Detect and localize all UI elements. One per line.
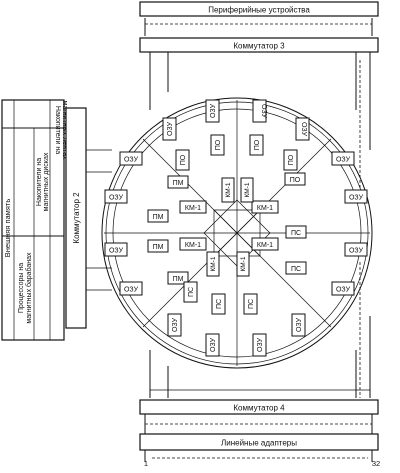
ps-module-3: ПС: [183, 281, 198, 303]
po-label: ПО: [288, 154, 295, 165]
pm-label: ПМ: [153, 244, 164, 251]
ozu-module-left-4: ОЗУ: [119, 281, 143, 296]
po-module-4: ПО: [283, 149, 298, 171]
disk-storage-line-1: Накопители на: [36, 158, 43, 206]
line-adapters-label: Линейные адаптеры: [221, 439, 297, 448]
pm-module-4: ПМ: [167, 271, 189, 285]
ozu-module-top-4: ОЗУ: [295, 117, 310, 141]
switch-3-label: Коммутатор 3: [233, 42, 285, 51]
km-label: КМ-1: [185, 242, 201, 249]
ps-label: ПС: [248, 299, 255, 309]
km-label: КМ-1: [244, 182, 251, 197]
switch-4-vertical-links: [149, 262, 371, 398]
po-label: ПО: [254, 139, 261, 150]
po-module-2: ПО: [210, 134, 225, 156]
po-label: ПО: [290, 177, 301, 184]
pm-module-3: ПМ: [147, 239, 169, 253]
port-last-label: 32: [372, 459, 380, 468]
km-module-bottom-left: КМ-1: [179, 237, 207, 251]
po-module-3: ПО: [249, 134, 264, 156]
pm-module-1: ПМ: [167, 175, 189, 189]
disk-storage-line-2: магнитных дисках: [43, 152, 50, 211]
ozu-label: ОЗУ: [109, 248, 124, 255]
ozu-label: ОЗУ: [260, 104, 267, 119]
ozu-label: ОЗУ: [172, 317, 179, 332]
ozu-label: ОЗУ: [210, 103, 217, 118]
ozu-label: ОЗУ: [210, 337, 217, 352]
km-module-top-left: КМ-1: [179, 200, 207, 214]
ozu-module-right-4: ОЗУ: [331, 281, 355, 296]
switch-4-bus: Коммутатор 4: [139, 399, 379, 434]
po-label: ПО: [215, 139, 222, 150]
km-label: КМ-1: [240, 256, 247, 271]
ozu-label: ОЗУ: [124, 157, 139, 164]
ozu-label: ОЗУ: [336, 157, 351, 164]
po-label: ПО: [180, 154, 187, 165]
km-module-lower-right: КМ-1: [236, 251, 250, 277]
ps-label: ПС: [291, 230, 301, 237]
pm-label: ПМ: [153, 214, 164, 221]
peripheral-devices-label: Периферийные устройства: [208, 6, 310, 15]
km-label: КМ-1: [185, 205, 201, 212]
ozu-label: ОЗУ: [124, 287, 139, 294]
ozu-module-right-3: ОЗУ: [344, 242, 368, 257]
km-label: КМ-1: [225, 182, 232, 197]
line-adapters-bus: Линейные адаптеры 1 32: [139, 433, 380, 468]
switch-2-label: Коммутатор 2: [72, 192, 81, 244]
po-module-1: ПО: [175, 149, 190, 171]
pm-label: ПМ: [173, 180, 184, 187]
km-label: КМ-1: [257, 242, 273, 249]
external-memory-title: Внешняя память: [3, 199, 12, 258]
ozu-module-bottom-3: ОЗУ: [252, 333, 267, 357]
ozu-label: ОЗУ: [257, 337, 264, 352]
ozu-label: ОЗУ: [300, 122, 307, 137]
km-module-upper: КМ-1: [221, 177, 235, 203]
switch-3-bus: Коммутатор 3: [139, 37, 379, 53]
km-module-top-right: КМ-1: [251, 200, 279, 214]
switch-2-bus: Коммутатор 2: [65, 107, 112, 329]
ps-module-2: ПС: [285, 261, 307, 275]
ozu-module-right-1: ОЗУ: [331, 151, 355, 166]
drum-processors-line-2: магнитных барабанах: [25, 252, 33, 324]
ozu-module-left-3: ОЗУ: [104, 242, 128, 257]
ozu-label: ОЗУ: [167, 121, 174, 136]
ozu-module-left-2: ОЗУ: [104, 189, 128, 204]
ozu-module-bottom-4: ОЗУ: [291, 313, 306, 337]
tape-storage-line-1: Накопители на: [54, 106, 61, 154]
ps-label: ПС: [188, 287, 195, 297]
ozu-module-bottom-2: ОЗУ: [205, 333, 220, 357]
ozu-module-bottom-1: ОЗУ: [167, 313, 182, 337]
ozu-label: ОЗУ: [296, 317, 303, 332]
peripheral-devices-bus: Периферийные устройства: [139, 1, 379, 36]
ps-label: ПС: [291, 266, 301, 273]
ozu-module-left-1: ОЗУ: [119, 151, 143, 166]
ozu-module-top-2: ОЗУ: [205, 99, 220, 123]
km-label: КМ-1: [257, 205, 273, 212]
km-module-upper-right: КМ-1: [240, 177, 254, 203]
km-module-lower: КМ-1: [206, 251, 220, 277]
external-memory-table: Внешняя память Процессоры на магнитных б…: [1, 99, 68, 341]
pm-module-2: ПМ: [147, 209, 169, 223]
ps-module-4: ПС: [211, 293, 226, 315]
ozu-label: ОЗУ: [109, 195, 124, 202]
ozu-label: ОЗУ: [349, 195, 364, 202]
port-first-label: 1: [144, 459, 148, 468]
ps-module-1: ПС: [285, 225, 307, 239]
tape-storage-line-2: магнитных лентах: [61, 101, 68, 160]
ozu-label: ОЗУ: [336, 287, 351, 294]
pm-label: ПМ: [173, 276, 184, 283]
drum-processors-line-1: Процессоры на: [18, 263, 25, 313]
ozu-module-top-3: ОЗУ: [252, 99, 267, 123]
po-module-right: ПО: [284, 172, 306, 186]
ps-label: ПС: [216, 299, 223, 309]
km-label: КМ-1: [210, 256, 217, 271]
ozu-label: ОЗУ: [349, 248, 364, 255]
ozu-module-right-2: ОЗУ: [344, 189, 368, 204]
switch-4-label: Коммутатор 4: [233, 404, 285, 413]
ps-module-5: ПС: [243, 293, 258, 315]
ozu-module-top-1: ОЗУ: [162, 117, 177, 141]
km-module-bottom-right: КМ-1: [251, 237, 279, 251]
